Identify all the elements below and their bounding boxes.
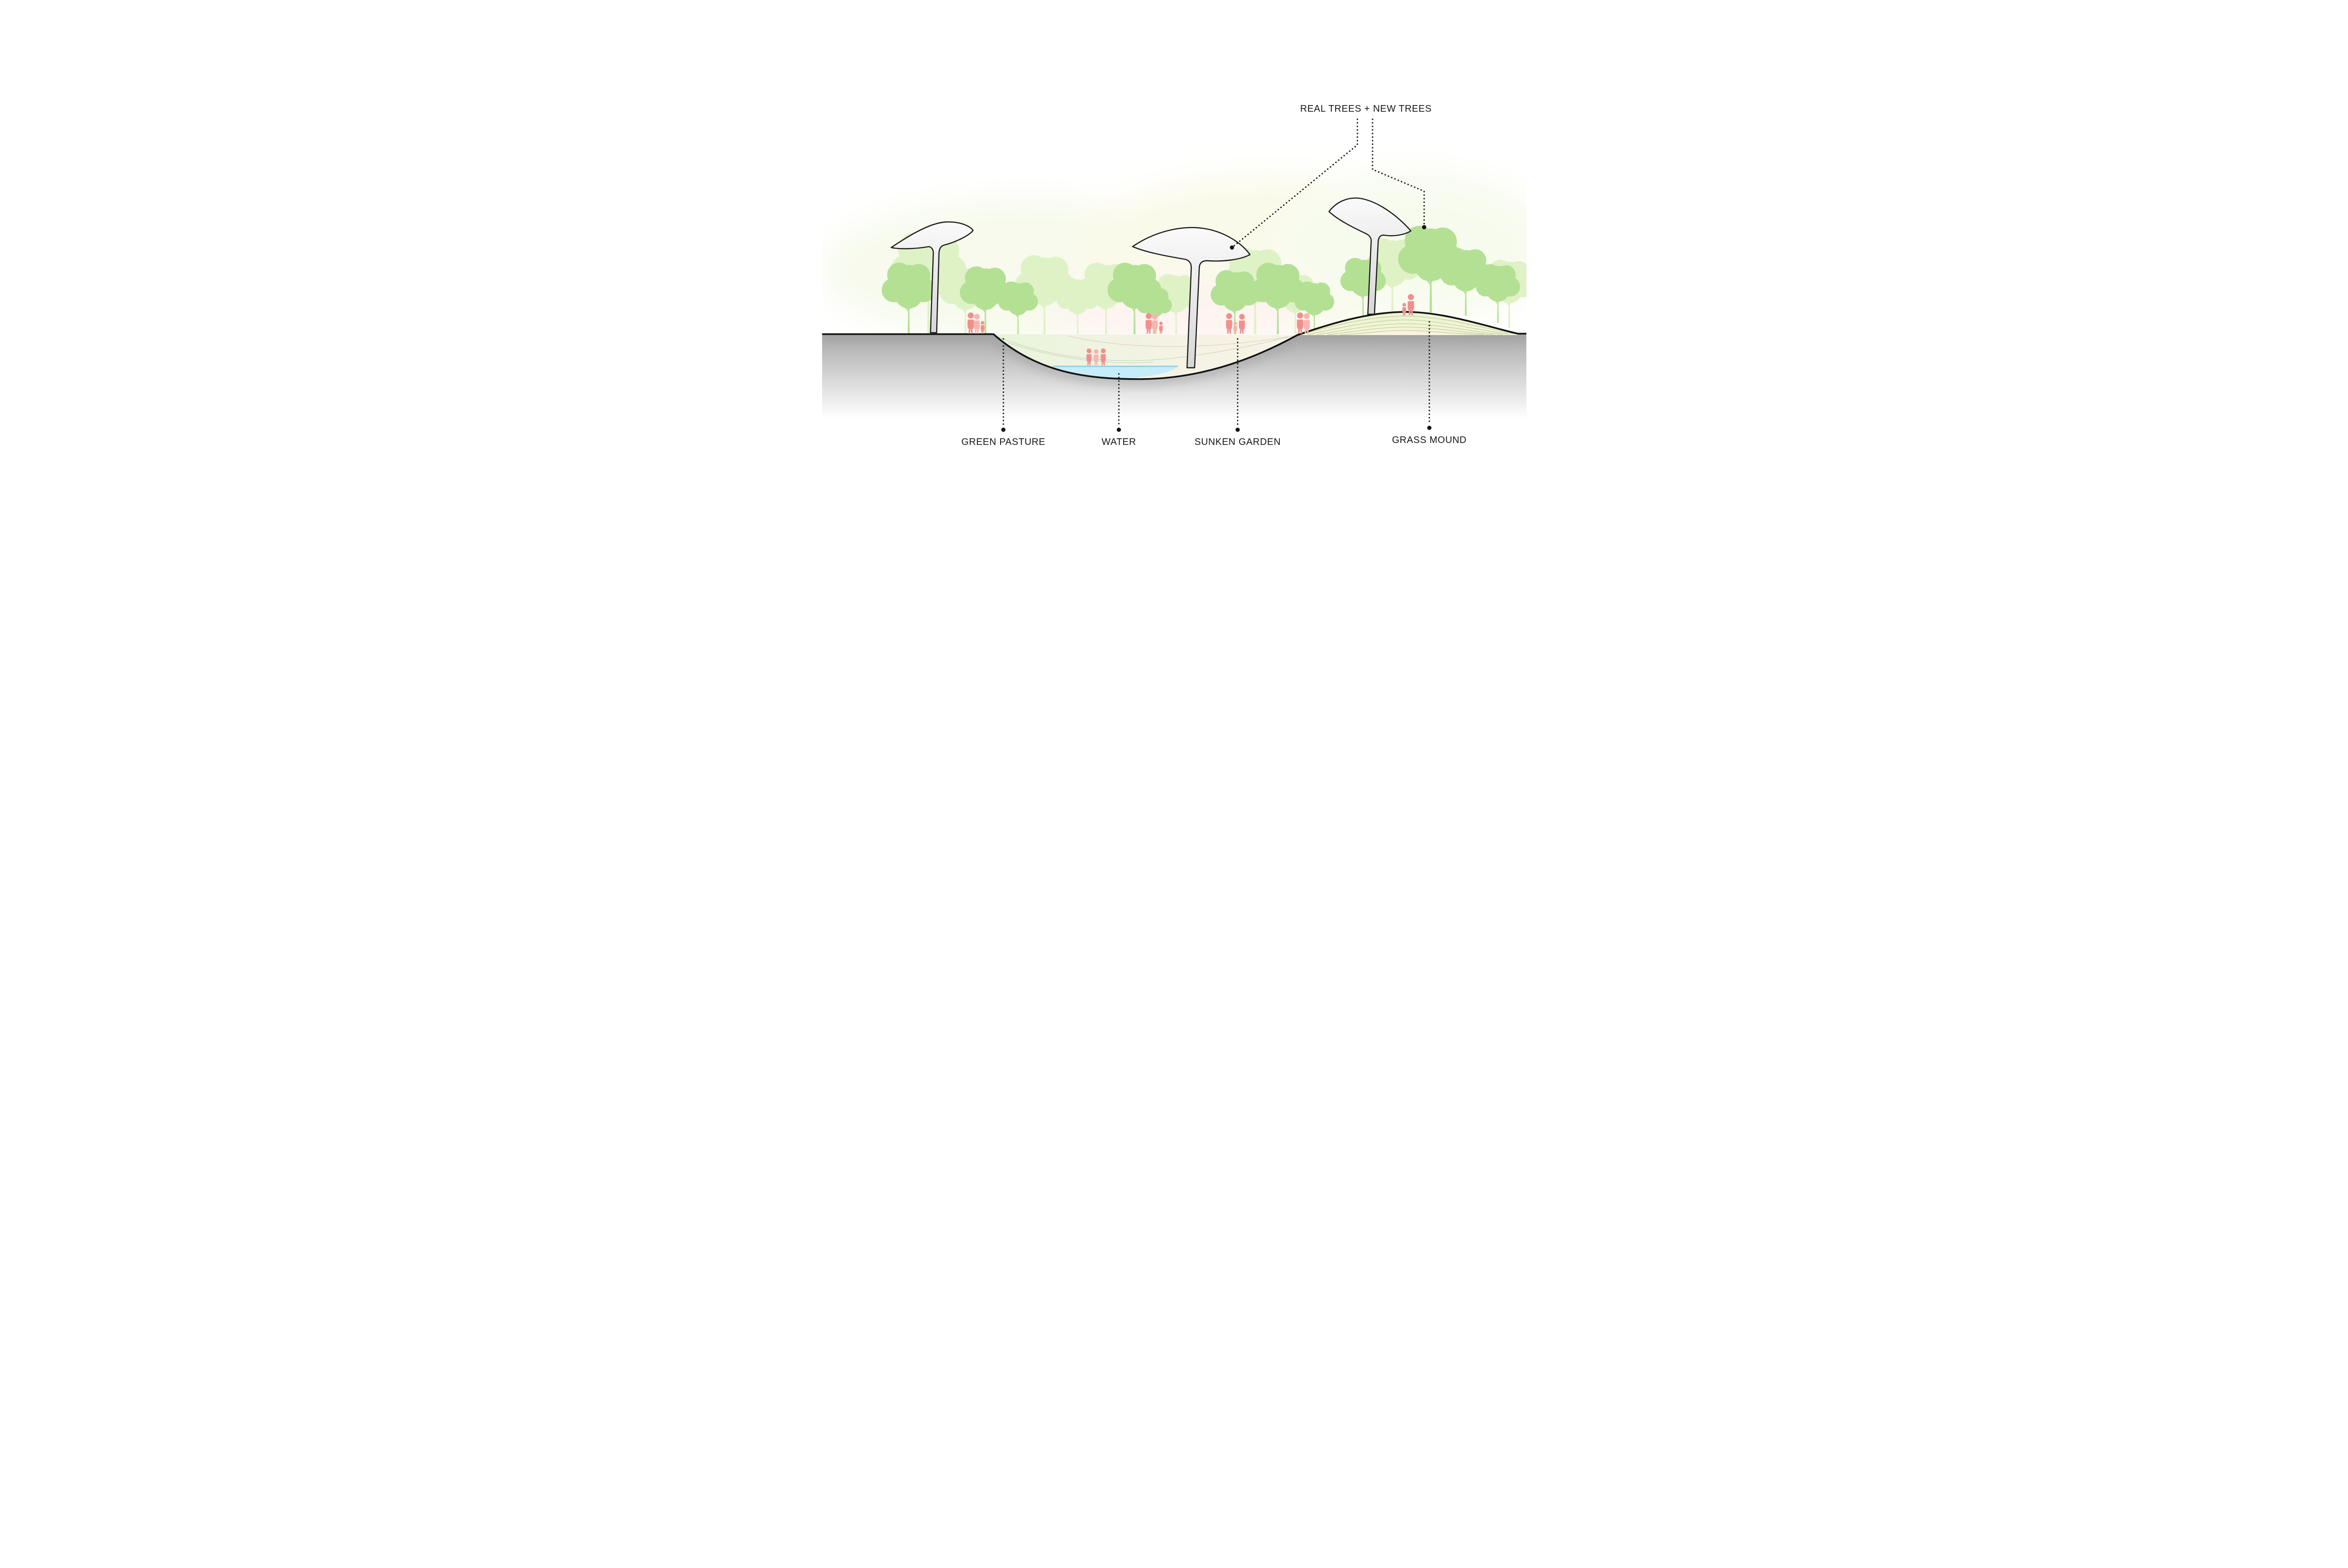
callout-green-pasture: GREEN PASTURE (961, 338, 1045, 447)
leader-dot-grass-mound (1427, 425, 1431, 430)
section-diagram: REAL TREES + NEW TREES GREEN PASTURE WAT… (822, 0, 1526, 470)
mound-contour (1301, 316, 1513, 335)
callout-sunken-garden: SUNKEN GARDEN (1194, 338, 1280, 447)
grass-mound (1297, 312, 1518, 335)
tree (1475, 264, 1521, 323)
new-tree-structure-middle (1132, 227, 1250, 369)
leader-dot-water (1116, 427, 1121, 432)
leader-line-new-tree (1231, 118, 1358, 248)
leader-dot-green-pasture (1001, 427, 1005, 432)
ground-line (822, 311, 1526, 380)
sunken-garden-basin (993, 334, 1297, 379)
label-sunken-garden: SUNKEN GARDEN (1194, 437, 1280, 447)
title-label: REAL TREES + NEW TREES (1300, 104, 1432, 114)
leader-dot-real-tree (1422, 225, 1426, 230)
callout-real-new-trees: REAL TREES + NEW TREES (1230, 104, 1431, 250)
mound-contour (1316, 323, 1503, 335)
new-tree-structures (890, 197, 1411, 369)
mound-contour (1340, 330, 1484, 335)
callout-water: WATER (1101, 373, 1136, 447)
terrace-line (1068, 336, 1293, 347)
new-tree-structure-right (1328, 197, 1411, 315)
leader-line-real-tree (1371, 118, 1425, 227)
terrace-line (1007, 342, 1153, 363)
label-water: WATER (1101, 437, 1136, 447)
leader-dot-new-tree (1230, 245, 1234, 250)
mound-contour (1307, 319, 1508, 335)
mound-contour (1327, 327, 1494, 335)
new-tree-structure-left (890, 221, 974, 334)
terrace-line (998, 337, 1288, 361)
callout-grass-mound: GRASS MOUND (1392, 321, 1467, 445)
section-diagram-svg: REAL TREES + NEW TREES GREEN PASTURE WAT… (822, 104, 1526, 470)
label-grass-mound: GRASS MOUND (1392, 435, 1467, 445)
label-green-pasture: GREEN PASTURE (961, 437, 1045, 447)
leader-dot-sunken-garden (1235, 427, 1240, 432)
